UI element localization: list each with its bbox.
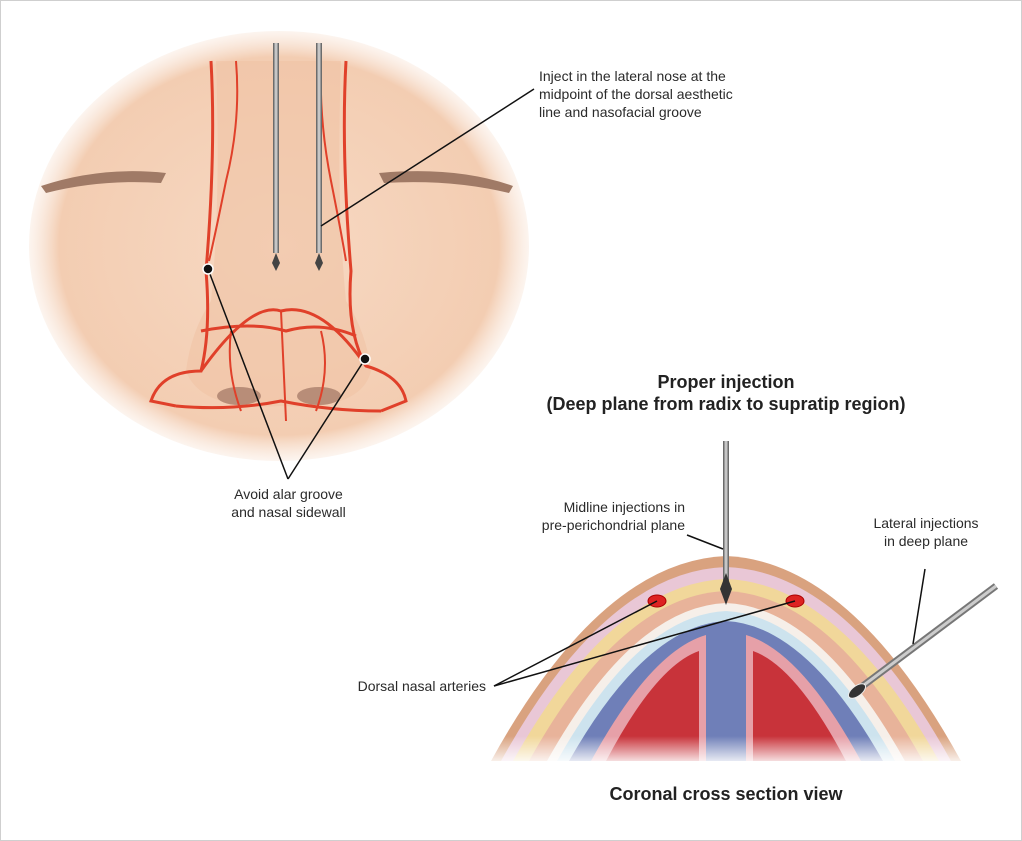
label-line: Lateral injections — [873, 515, 979, 531]
title-line: Proper injection — [657, 372, 795, 392]
label-midline-injections: Midline injections in pre-perichondrial … — [501, 498, 685, 534]
face-illustration — [29, 31, 529, 461]
label-line: Midline injections in — [563, 499, 685, 515]
right-eyebrow — [379, 171, 513, 193]
label-avoid-alar-groove: Avoid alar groove and nasal sidewall — [211, 485, 366, 521]
proper-injection-title: Proper injection (Deep plane from radix … — [501, 371, 951, 415]
title-line: (Deep plane from radix to supratip regio… — [546, 394, 906, 414]
label-line: Inject in the lateral nose at the — [539, 68, 726, 84]
coronal-cross-section — [481, 441, 999, 766]
label-line: midpoint of the dorsal aesthetic — [539, 86, 733, 102]
label-line: Avoid alar groove — [234, 486, 343, 502]
nasal-arteries — [149, 60, 408, 422]
left-nostril — [217, 387, 261, 405]
label-line: and nasal sidewall — [231, 504, 346, 520]
needle-midline — [273, 43, 279, 253]
right-nostril — [297, 387, 341, 405]
label-lateral-injections: Lateral injections in deep plane — [856, 514, 996, 550]
label-lateral-nose: Inject in the lateral nose at the midpoi… — [539, 67, 733, 121]
label-line: in deep plane — [883, 533, 969, 549]
label-line: line and nasofacial groove — [539, 104, 702, 120]
cross-section-leaders — [493, 534, 926, 687]
label-line: pre-perichondrial plane — [541, 517, 685, 533]
label-dorsal-nasal-arteries: Dorsal nasal arteries — [357, 678, 486, 694]
leader-lines — [202, 88, 535, 480]
left-eyebrow — [41, 171, 166, 193]
needle-lateral — [316, 43, 322, 253]
coronal-view-title: Coronal cross section view — [609, 784, 843, 804]
